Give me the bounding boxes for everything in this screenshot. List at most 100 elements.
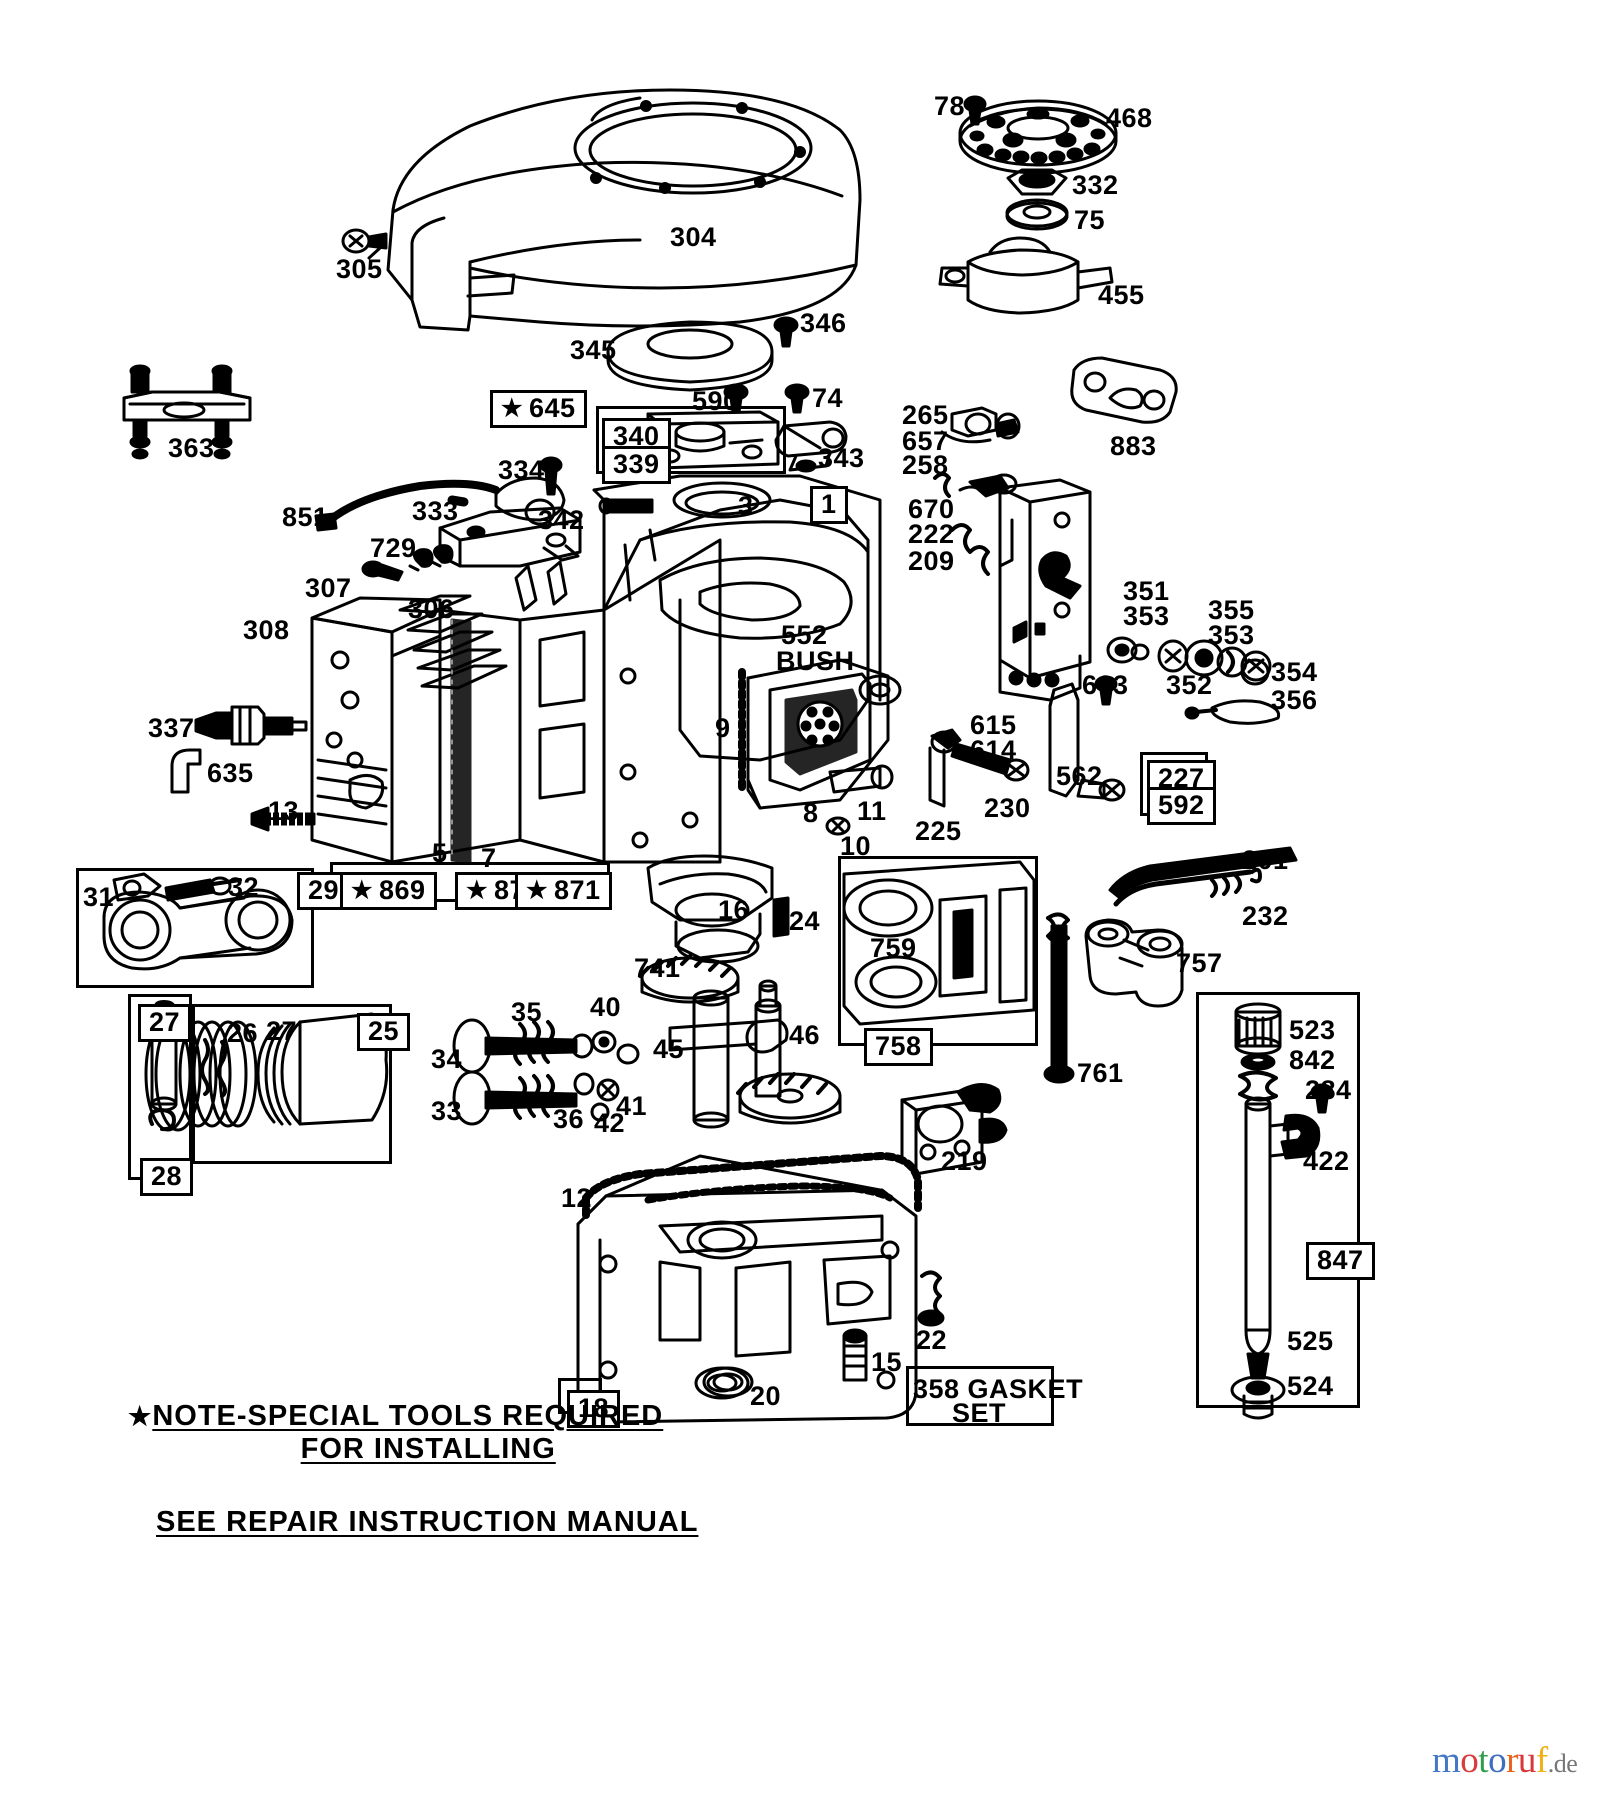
callout-614: 614 xyxy=(970,735,1017,765)
callout-74: 74 xyxy=(812,383,844,413)
callout-12: 12 xyxy=(561,1183,593,1213)
callout-353a: 353 xyxy=(1123,601,1170,631)
callout-46: 46 xyxy=(789,1020,821,1050)
spark-plug-337 xyxy=(194,705,308,746)
callout-11: 11 xyxy=(857,796,887,826)
callout-25: 25 xyxy=(357,1013,411,1051)
callout-422: 422 xyxy=(1303,1146,1350,1176)
callout-761: 761 xyxy=(1077,1058,1124,1088)
carburetor-gasket-883 xyxy=(1070,356,1178,424)
arm-757 xyxy=(1084,918,1184,1008)
dipstick-assembly-847 xyxy=(1230,1002,1334,1420)
callout-758: 758 xyxy=(864,1028,933,1066)
callout-657: 657 xyxy=(902,426,949,456)
screw-346 xyxy=(773,316,799,348)
callout-15: 15 xyxy=(871,1347,903,1377)
callout-334: 334 xyxy=(498,455,545,485)
callout-339: 339 xyxy=(602,446,671,484)
callout-525: 525 xyxy=(1287,1326,1334,1356)
screw-663 xyxy=(1094,675,1118,706)
callout-35: 35 xyxy=(511,997,543,1027)
callout-209: 209 xyxy=(908,546,955,576)
starter-cup-455 xyxy=(938,236,1114,315)
callout-9: 9 xyxy=(715,713,731,743)
wm-letter-o1: o xyxy=(1460,1740,1479,1781)
callout-201: 201 xyxy=(1242,845,1289,875)
callout-358: 358 GASKET xyxy=(913,1374,1084,1404)
callout-33: 33 xyxy=(431,1096,463,1126)
callout-592: 592 xyxy=(1147,787,1216,825)
long-bolt-761 xyxy=(1043,912,1075,1084)
callout-3: 3 xyxy=(738,491,754,521)
callout-24: 24 xyxy=(789,906,821,936)
callout-343: 343 xyxy=(818,443,865,473)
callout-354: 354 xyxy=(1271,657,1318,687)
callout-10: 10 xyxy=(840,831,872,861)
camshaft-46 xyxy=(736,979,842,1125)
valve-train xyxy=(452,1018,640,1126)
callout-355: 355 xyxy=(1208,595,1255,625)
callout-13: 13 xyxy=(268,796,300,826)
callout-16: 16 xyxy=(718,895,750,925)
callout-757: 757 xyxy=(1176,948,1223,978)
frame-dipstick xyxy=(1196,992,1360,1408)
callout-363: 363 xyxy=(168,433,215,463)
callout-28: 28 xyxy=(140,1158,194,1196)
wm-tld: .de xyxy=(1547,1749,1578,1778)
wm-letter-f: f xyxy=(1535,1740,1548,1781)
bearing-support-759 xyxy=(842,860,1036,1026)
ignition-coil-333 xyxy=(314,476,582,568)
elbow-635 xyxy=(170,748,202,794)
callout-31: 31 xyxy=(83,882,115,912)
callout-871: 871 xyxy=(515,872,612,910)
callout-42: 42 xyxy=(594,1108,626,1138)
note-line-1: NOTE-SPECIAL TOOLS REQUIRED xyxy=(152,1400,664,1432)
callout-590: 590 xyxy=(692,386,739,416)
screw-307 xyxy=(361,560,404,582)
callout-BUSH: BUSH xyxy=(776,646,855,676)
callout-41: 41 xyxy=(616,1091,648,1121)
callout-8: 8 xyxy=(803,798,819,828)
callout-222: 222 xyxy=(908,519,955,549)
note-line-3: SEE REPAIR INSTRUCTION MANUAL xyxy=(156,1506,699,1538)
callout-663: 663 xyxy=(1082,670,1129,700)
screw-22 xyxy=(917,1270,945,1327)
callout-308: 308 xyxy=(243,615,290,645)
frame-gasket-set xyxy=(906,1366,1054,1426)
callout-635: 635 xyxy=(207,758,254,788)
crankshaft-16 xyxy=(638,854,774,1129)
note-block: ★NOTE-SPECIAL TOOLS REQUIRED FOR INSTALL… xyxy=(128,1400,698,1539)
clips-729 xyxy=(408,544,454,572)
callout-851: 851 xyxy=(282,502,329,532)
frame-breather-labels xyxy=(596,406,786,474)
governor-block-343 xyxy=(774,420,848,473)
link-rods-201-232 xyxy=(1108,846,1298,907)
callout-353b: 353 xyxy=(1208,620,1255,650)
callout-36: 36 xyxy=(553,1104,585,1134)
frame-bearing-support xyxy=(838,856,1038,1046)
note-star-icon: ★ xyxy=(128,1401,153,1431)
callout-18: 18 xyxy=(567,1390,621,1428)
ring-345 xyxy=(606,320,774,392)
callout-307: 307 xyxy=(305,573,352,603)
washer-screw-cluster xyxy=(1106,636,1281,725)
pin-342 xyxy=(598,497,654,515)
callout-883: 883 xyxy=(1110,431,1157,461)
callout-869: 869 xyxy=(340,872,437,910)
bracket-363 xyxy=(122,364,252,460)
flywheel-468 xyxy=(958,99,1118,175)
callout-759: 759 xyxy=(870,933,917,963)
wm-letter-t: t xyxy=(1478,1740,1489,1781)
callout-842: 842 xyxy=(1289,1045,1336,1075)
screw-74 xyxy=(784,383,810,414)
frame-connecting-rod xyxy=(76,868,314,988)
callout-265: 265 xyxy=(902,400,949,430)
callout-27b: 27 xyxy=(266,1016,298,1046)
plug-15 xyxy=(842,1328,868,1382)
callout-337: 337 xyxy=(148,713,195,743)
wm-letter-m: m xyxy=(1432,1740,1461,1781)
callout-26: 26 xyxy=(227,1018,259,1048)
callout-304: 304 xyxy=(670,222,717,252)
callout-741: 741 xyxy=(634,953,681,983)
